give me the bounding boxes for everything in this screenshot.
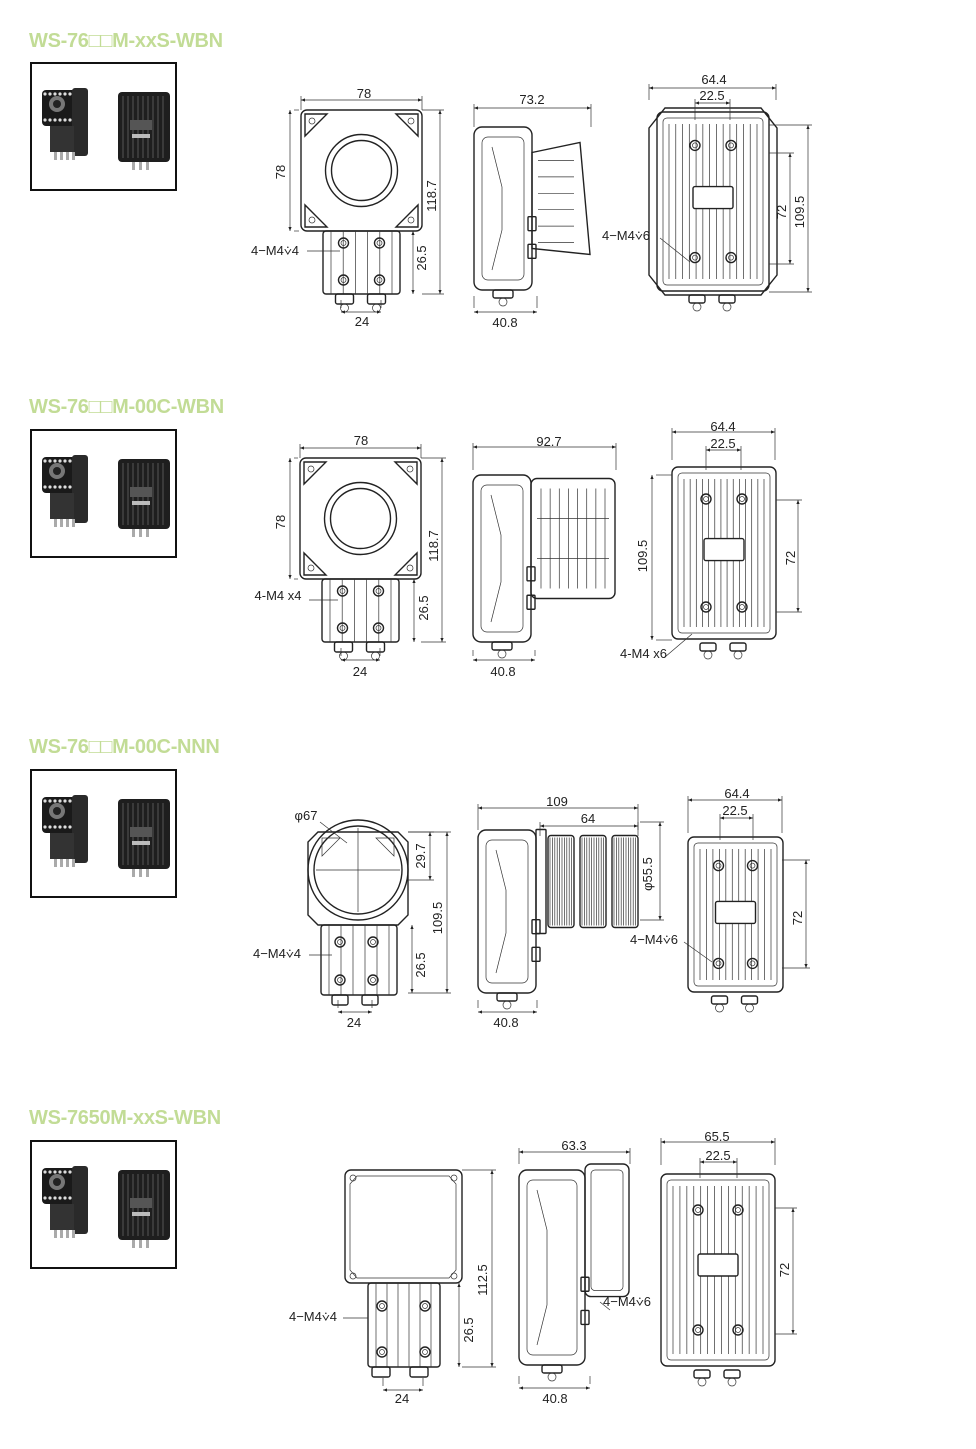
- camera-photo: [42, 455, 170, 537]
- dim-bracket-2: 26.5: [416, 595, 431, 620]
- front-view: [307, 819, 409, 1006]
- camera-front-photo: [42, 88, 88, 160]
- dim-side-base-4: 40.8: [542, 1391, 567, 1406]
- dim-back-h2-1: 109.5: [792, 196, 807, 229]
- product-photo-2: [30, 429, 177, 558]
- dim-side-base-3: 40.8: [493, 1015, 518, 1030]
- label-screw-front-2: 4-M4 x4: [255, 588, 302, 603]
- dim-pitch-2: 24: [353, 664, 367, 679]
- dim-bracket-3: 26.5: [413, 952, 428, 977]
- dim-front-diameter-3: φ67: [295, 808, 318, 823]
- dim-pitch-4: 24: [395, 1391, 409, 1406]
- dim-back-h1-4: 72: [777, 1263, 792, 1277]
- dim-back-width-3: 64.4: [724, 786, 749, 801]
- dim-bracket-4: 26.5: [461, 1317, 476, 1342]
- dim-bracket-1: 26.5: [414, 245, 429, 270]
- label-screw-back-3: 4−M4⩒6: [630, 932, 678, 947]
- dim-front-height-2: 78: [273, 515, 288, 529]
- product-photo-1: [30, 62, 177, 191]
- dim-back-inner-1: 22.5: [699, 88, 724, 103]
- camera-front-photo: [42, 455, 88, 527]
- label-screw-front-1: 4−M4⩒4: [251, 243, 299, 258]
- front-view: [300, 109, 423, 313]
- dim-back-width-4: 65.5: [704, 1129, 729, 1144]
- product-photo-4: [30, 1140, 177, 1269]
- dim-side-lensdia-3: φ55.5: [640, 857, 655, 891]
- front-view: [344, 1169, 463, 1378]
- back-view: [648, 107, 778, 312]
- dim-side-depth-2: 92.7: [536, 434, 561, 449]
- dim-side-base-2: 40.8: [490, 664, 515, 679]
- camera-front-photo: [42, 1166, 88, 1238]
- section-title-2: WS-76□□M-00C-WBN: [29, 396, 224, 418]
- dim-front-total-3: 109.5: [430, 902, 445, 935]
- dim-back-width-1: 64.4: [701, 72, 726, 87]
- dim-side-length-3: 109: [546, 794, 568, 809]
- section-title-3: WS-76□□M-00C-NNN: [29, 736, 220, 758]
- dim-front-top-3: 29.7: [413, 843, 428, 868]
- label-screw-side-4: 4−M4⩒6: [603, 1294, 651, 1309]
- label-screw-front-3: 4−M4⩒4: [253, 946, 301, 961]
- dim-back-h2-2: 109.5: [635, 540, 650, 573]
- dim-side-base-1: 40.8: [492, 315, 517, 330]
- dim-back-h1-3: 72: [790, 911, 805, 925]
- dim-back-h1-2: 72: [783, 551, 798, 565]
- dim-back-h1-1: 72: [774, 205, 789, 219]
- back-view: [687, 836, 784, 1013]
- back-view: [660, 1173, 776, 1387]
- dim-front-height-1: 78: [273, 165, 288, 179]
- camera-back-photo: [118, 92, 170, 170]
- dim-front-total-1: 118.7: [424, 180, 439, 212]
- dim-back-inner-2: 22.5: [710, 436, 735, 451]
- side-view: [477, 828, 639, 1010]
- dim-pitch-1: 24: [355, 314, 369, 329]
- camera-photo: [42, 795, 170, 877]
- side-view: [472, 474, 616, 659]
- label-screw-back-2: 4-M4 x6: [620, 646, 667, 661]
- product-photo-3: [30, 769, 177, 898]
- camera-back-photo: [118, 799, 170, 877]
- dim-back-inner-3: 22.5: [722, 803, 747, 818]
- dim-front-total-4: 112.5: [475, 1264, 490, 1296]
- dim-back-inner-4: 22.5: [705, 1148, 730, 1163]
- section-title-1: WS-76□□M-xxS-WBN: [29, 30, 223, 52]
- dim-side-lens-3: 64: [581, 811, 595, 826]
- dim-side-depth-4: 63.3: [561, 1138, 586, 1153]
- side-view: [473, 126, 591, 307]
- dim-back-width-2: 64.4: [710, 419, 735, 434]
- camera-back-photo: [118, 1170, 170, 1248]
- dim-pitch-3: 24: [347, 1015, 361, 1030]
- back-view: [671, 466, 777, 660]
- front-view: [299, 457, 422, 661]
- camera-front-photo: [42, 795, 88, 867]
- section-title-4: WS-7650M-xxS-WBN: [29, 1107, 221, 1129]
- dim-front-total-2: 118.7: [426, 530, 441, 562]
- side-view: [518, 1163, 630, 1382]
- dim-front-width-2: 78: [354, 433, 368, 448]
- label-screw-front-4: 4−M4⩒4: [289, 1309, 337, 1324]
- camera-back-photo: [118, 459, 170, 537]
- dim-side-depth-1: 73.2: [519, 92, 544, 107]
- camera-photo: [42, 1166, 170, 1248]
- label-screw-back-1: 4−M4⩒6: [602, 228, 650, 243]
- camera-photo: [42, 88, 170, 170]
- dim-front-width-1: 78: [357, 86, 371, 101]
